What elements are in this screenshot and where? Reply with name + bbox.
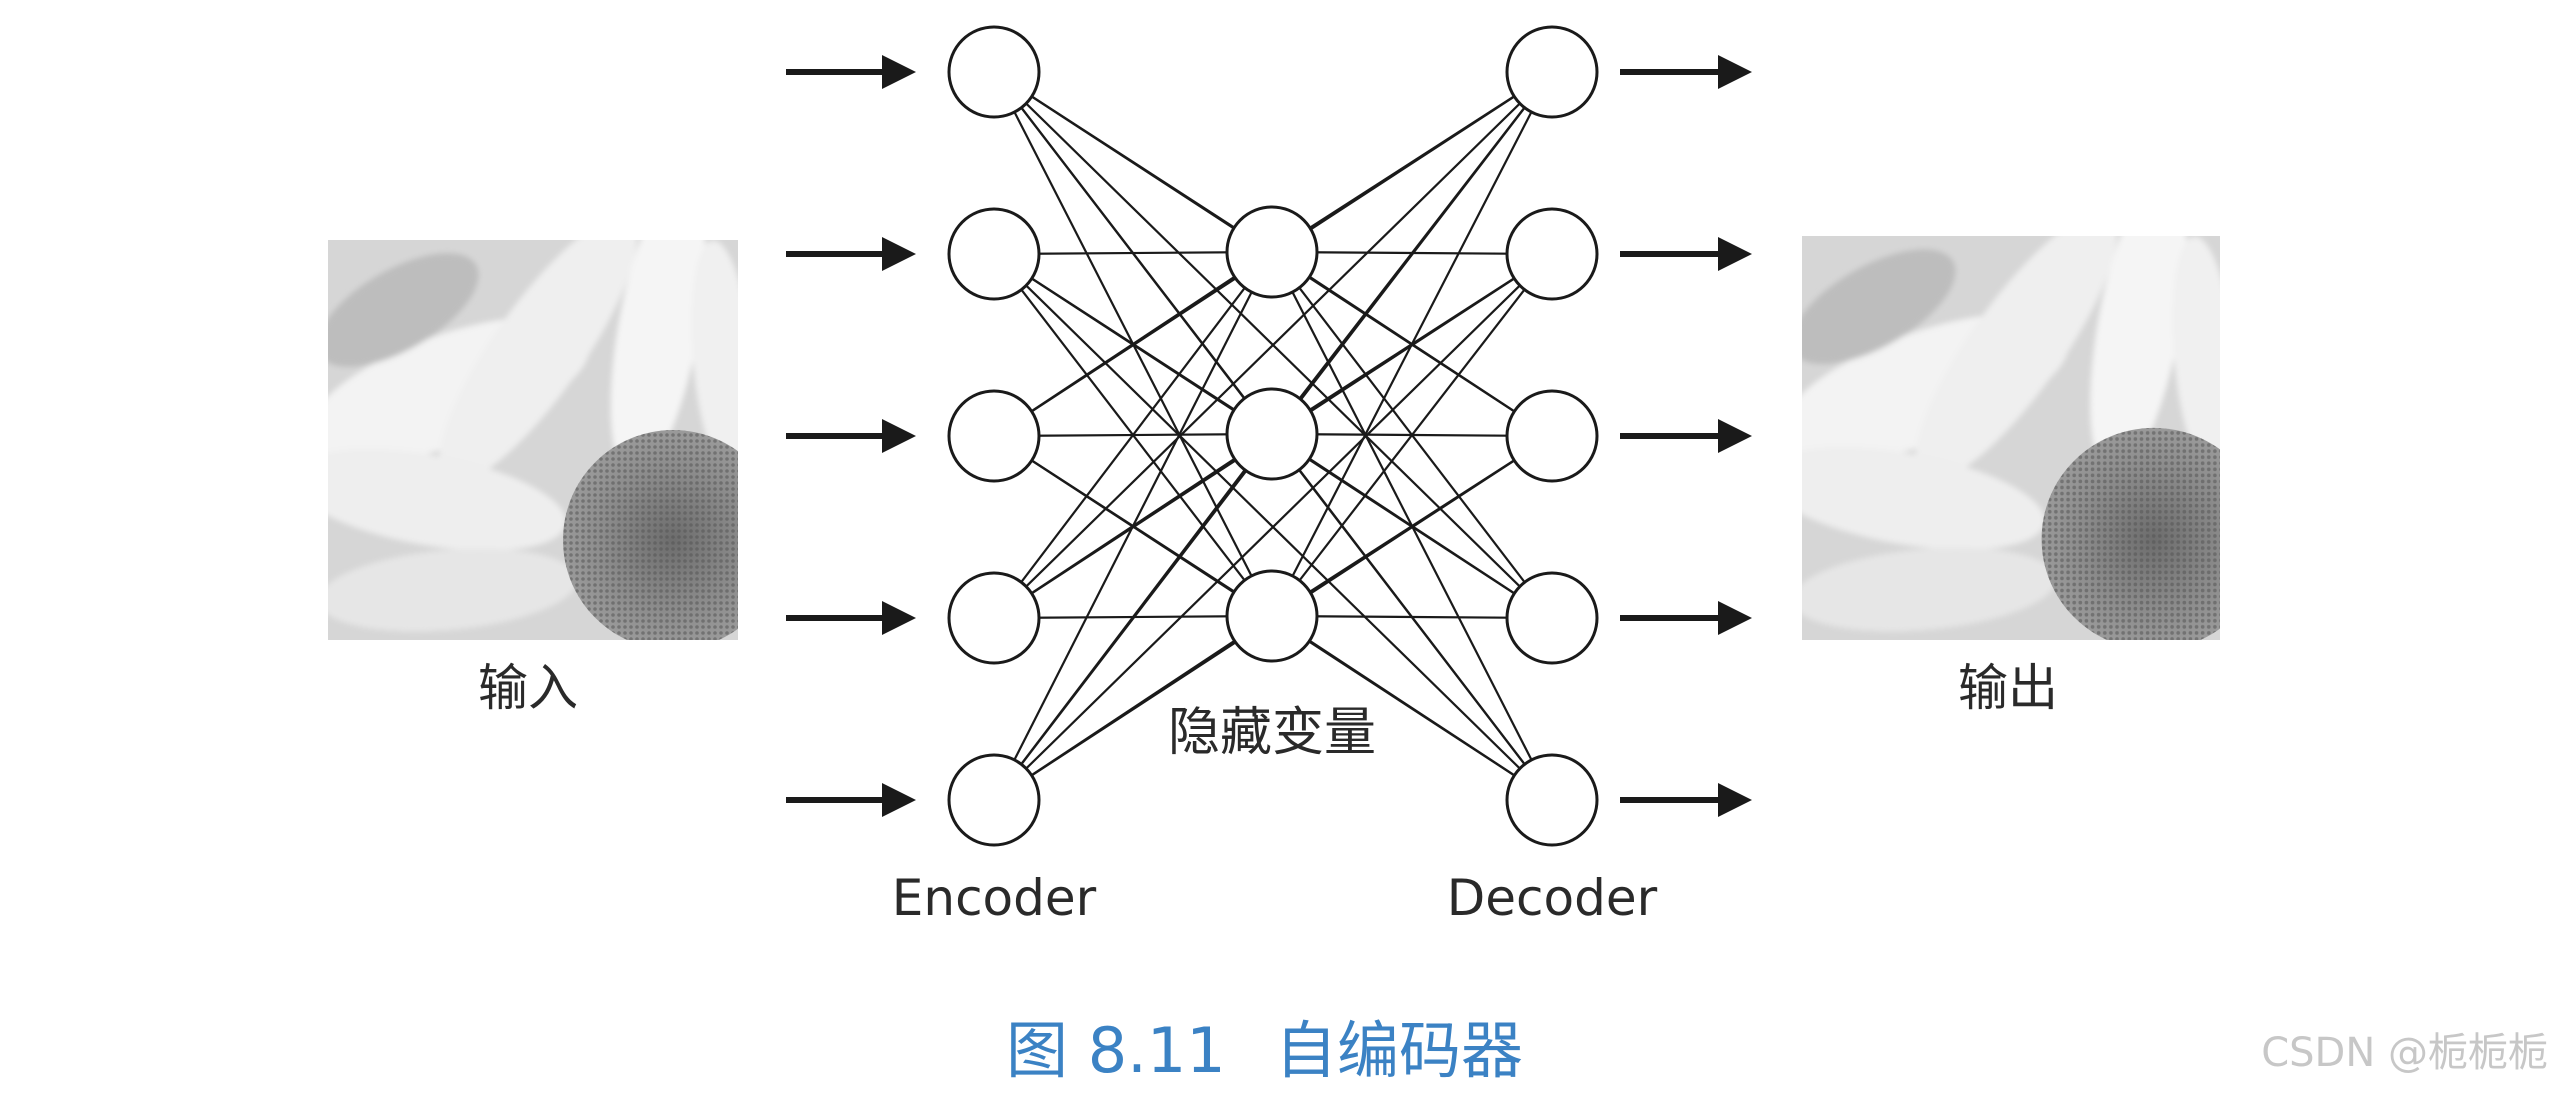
input-arrow (786, 55, 916, 89)
output-node (1505, 571, 1599, 665)
connection-line (993, 251, 1273, 619)
input-arrow (786, 419, 916, 453)
arrows (786, 55, 1752, 817)
watermark: CSDN @栀栀栀 (2261, 1030, 2548, 1076)
encoder-label: Encoder (892, 869, 1097, 927)
input-node (947, 753, 1041, 847)
input-node (947, 207, 1041, 301)
hidden-node (1225, 387, 1319, 481)
input-node (947, 25, 1041, 119)
figure-number: 图 8.11 (1006, 1014, 1226, 1087)
output-label: 输出 (1958, 659, 2058, 717)
figure-title: 自编码器 (1275, 1014, 1523, 1087)
decoder-label: Decoder (1447, 869, 1658, 927)
output-arrow (1620, 55, 1752, 89)
input-node (947, 389, 1041, 483)
connection-line (993, 253, 1553, 801)
input-arrow (786, 237, 916, 271)
hidden-node (1225, 205, 1319, 299)
input-image (282, 175, 783, 650)
output-image (1755, 171, 2265, 650)
input-node (947, 571, 1041, 665)
output-arrow (1620, 419, 1752, 453)
input-label: 输入 (478, 659, 578, 717)
output-node (1505, 25, 1599, 119)
input-arrow (786, 601, 916, 635)
connection-line (1271, 253, 1553, 617)
latent-label: 隐藏变量 (1168, 703, 1376, 763)
output-arrow (1620, 601, 1752, 635)
output-arrow (1620, 237, 1752, 271)
output-node (1505, 207, 1599, 301)
input-arrow (786, 783, 916, 817)
output-arrow (1620, 783, 1752, 817)
hidden-node (1225, 569, 1319, 663)
connection-line (993, 71, 1553, 619)
network-nodes (947, 25, 1599, 847)
output-node (1505, 753, 1599, 847)
output-node (1505, 389, 1599, 483)
